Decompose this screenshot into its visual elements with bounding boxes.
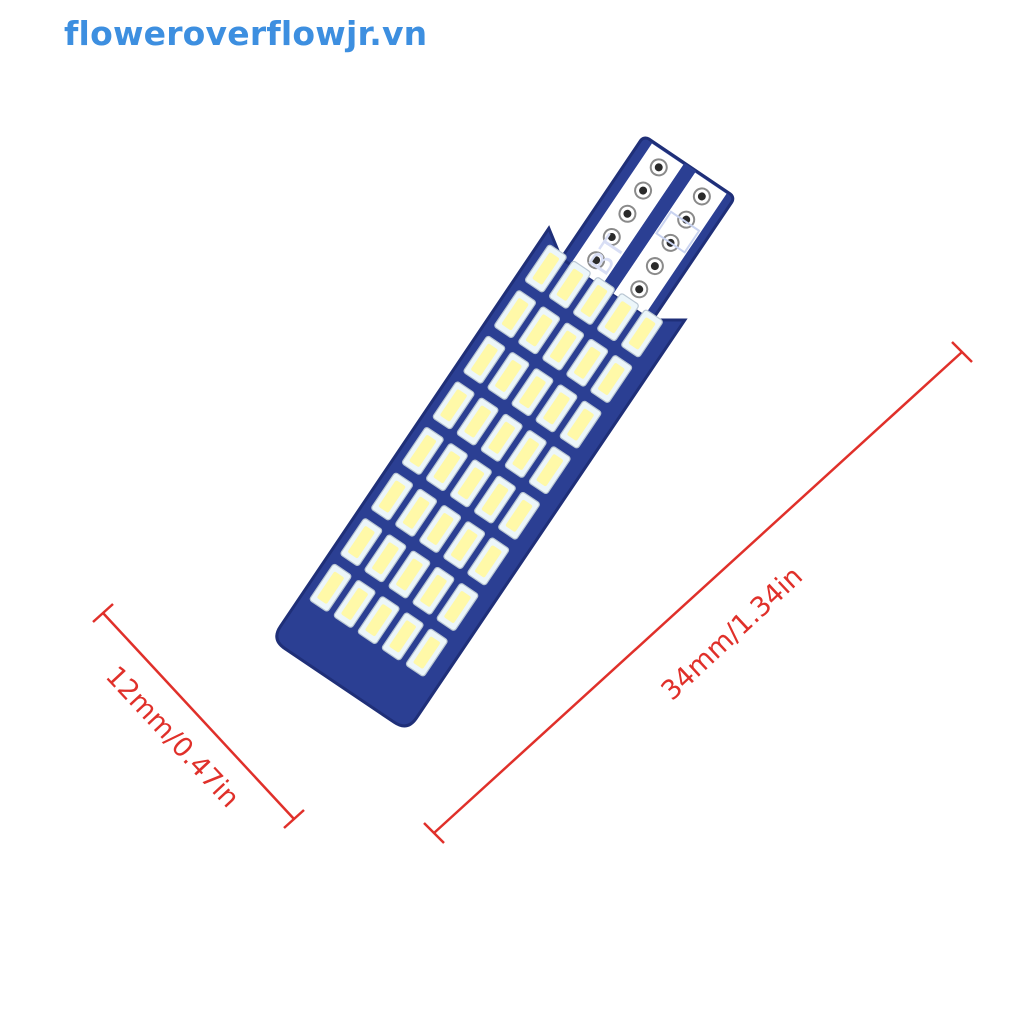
- led-chip: [364, 534, 407, 583]
- width-dimension-line: [102, 612, 295, 820]
- led-chip: [426, 443, 468, 491]
- via-hole-center: [654, 163, 663, 172]
- led-chip: [549, 260, 591, 309]
- led-chip: [597, 293, 639, 342]
- led-chip: [511, 368, 554, 416]
- via-hole-center: [607, 232, 616, 241]
- led-chip: [525, 244, 567, 293]
- led-chip: [535, 384, 578, 433]
- led-chip: [395, 488, 437, 537]
- led-chip: [498, 491, 540, 540]
- led-chip: [443, 521, 486, 569]
- led-chip: [405, 628, 448, 677]
- led-chip: [573, 277, 615, 325]
- led-chip: [542, 322, 585, 371]
- led-chip: [456, 397, 499, 446]
- led-chip: [480, 413, 523, 462]
- silkscreen-box: [655, 210, 701, 254]
- led-chip: [504, 430, 547, 478]
- via-hole-center: [697, 192, 706, 201]
- led-chip: [357, 596, 400, 644]
- length-dimension-tick-start: [423, 822, 445, 844]
- length-dimension-label: 34mm/1.34in: [656, 561, 809, 707]
- contact-divider: [600, 163, 697, 296]
- led-bulb-board: BT: [275, 136, 735, 728]
- led-chip: [494, 290, 536, 338]
- led-chip: [474, 475, 516, 524]
- led-chip: [432, 381, 475, 430]
- watermark-text: floweroverflowjr.vn: [64, 14, 428, 53]
- width-dimension-tick-start: [92, 603, 114, 623]
- width-dimension: 12mm/0.47in: [92, 603, 305, 829]
- width-dimension-label: 12mm/0.47in: [99, 661, 245, 814]
- led-array: [309, 244, 663, 677]
- via-hole-center: [623, 209, 632, 218]
- led-chip: [566, 338, 609, 387]
- led-chip: [412, 566, 455, 615]
- via-holes: [587, 158, 711, 299]
- led-chip: [463, 335, 506, 384]
- led-chip: [467, 537, 510, 586]
- led-chip: [528, 446, 571, 495]
- via-hole-center: [635, 285, 644, 294]
- led-chip: [419, 505, 462, 553]
- via-hole-center: [650, 262, 659, 271]
- width-dimension-tick-end: [283, 809, 305, 829]
- led-chip: [340, 518, 383, 566]
- led-chip: [371, 472, 413, 521]
- led-chip: [309, 563, 352, 612]
- length-dimension-tick-end: [951, 341, 973, 363]
- led-chip: [487, 352, 530, 400]
- via-hole-center: [592, 256, 601, 265]
- led-chip: [381, 612, 424, 661]
- led-chip: [559, 400, 602, 449]
- led-chip: [621, 309, 663, 358]
- led-chip: [518, 306, 561, 355]
- led-chip: [436, 583, 479, 631]
- led-chip: [388, 550, 431, 599]
- led-chip: [450, 459, 492, 508]
- led-chip: [401, 427, 444, 475]
- led-chip: [333, 580, 376, 628]
- length-dimension-line: [433, 351, 963, 834]
- via-hole-center: [639, 186, 648, 195]
- led-chip: [590, 355, 633, 403]
